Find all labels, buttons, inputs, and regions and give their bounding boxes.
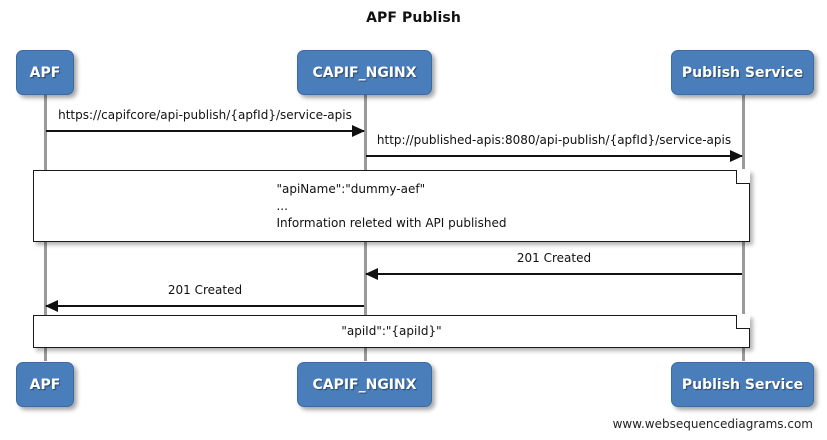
- message-1-label: https://capifcore/api-publish/{apfId}/se…: [58, 108, 352, 122]
- note-request-payload: "apiName":"dummy-aef" ... Information re…: [33, 169, 750, 242]
- message-3-publish-service-to-capif-nginx[interactable]: 201 Created: [365, 251, 742, 281]
- message-1-apf-to-capif-nginx[interactable]: https://capifcore/api-publish/{apfId}/se…: [46, 108, 365, 138]
- participant-label-publish-service-bottom: Publish Service: [681, 376, 804, 393]
- note-response-payload: "apiId":"{apiId}": [33, 314, 750, 348]
- arrow-head-right-icon: [730, 150, 743, 162]
- message-1-line: [46, 130, 364, 132]
- note-response-line-1: "apiId":"{apiId}": [341, 324, 442, 338]
- arrow-head-left-icon: [45, 300, 58, 312]
- page-title: APF Publish: [366, 10, 461, 26]
- message-4-line: [46, 305, 364, 307]
- message-2-label: http://published-apis:8080/api-publish/{…: [376, 133, 732, 147]
- participant-label-publish-service-top: Publish Service: [681, 64, 804, 81]
- note-fold-corner-icon: [736, 169, 750, 184]
- message-2-line: [366, 155, 742, 157]
- participant-label-capif-nginx-top: CAPIF_NGINX: [312, 64, 417, 81]
- message-4-label: 201 Created: [167, 283, 243, 297]
- note-request-line-3: Information releted with API published: [276, 215, 507, 230]
- arrow-head-right-icon: [352, 125, 365, 137]
- participant-box-capif-nginx-top[interactable]: CAPIF_NGINX: [297, 50, 432, 95]
- participant-box-publish-service-bottom[interactable]: Publish Service: [671, 362, 814, 407]
- arrow-head-left-icon: [365, 268, 378, 280]
- message-2-capif-nginx-to-publish-service[interactable]: http://published-apis:8080/api-publish/{…: [366, 133, 743, 163]
- note-fold-corner-icon: [736, 314, 750, 329]
- participant-box-publish-service-top[interactable]: Publish Service: [671, 50, 814, 95]
- participant-box-apf-bottom[interactable]: APF: [16, 362, 74, 407]
- message-4-capif-nginx-to-apf[interactable]: 201 Created: [45, 283, 364, 313]
- participant-box-apf-top[interactable]: APF: [16, 50, 74, 95]
- note-request-line-1: "apiName":"dummy-aef": [276, 181, 426, 196]
- note-request-line-2: ...: [276, 198, 288, 213]
- message-3-line: [366, 273, 742, 275]
- participant-label-apf-bottom: APF: [29, 376, 61, 393]
- message-3-label: 201 Created: [516, 251, 592, 265]
- participant-label-apf-top: APF: [29, 64, 61, 81]
- footer-watermark: www.websequencediagrams.com: [612, 417, 813, 431]
- participant-box-capif-nginx-bottom[interactable]: CAPIF_NGINX: [297, 362, 432, 407]
- participant-label-capif-nginx-bottom: CAPIF_NGINX: [312, 376, 417, 393]
